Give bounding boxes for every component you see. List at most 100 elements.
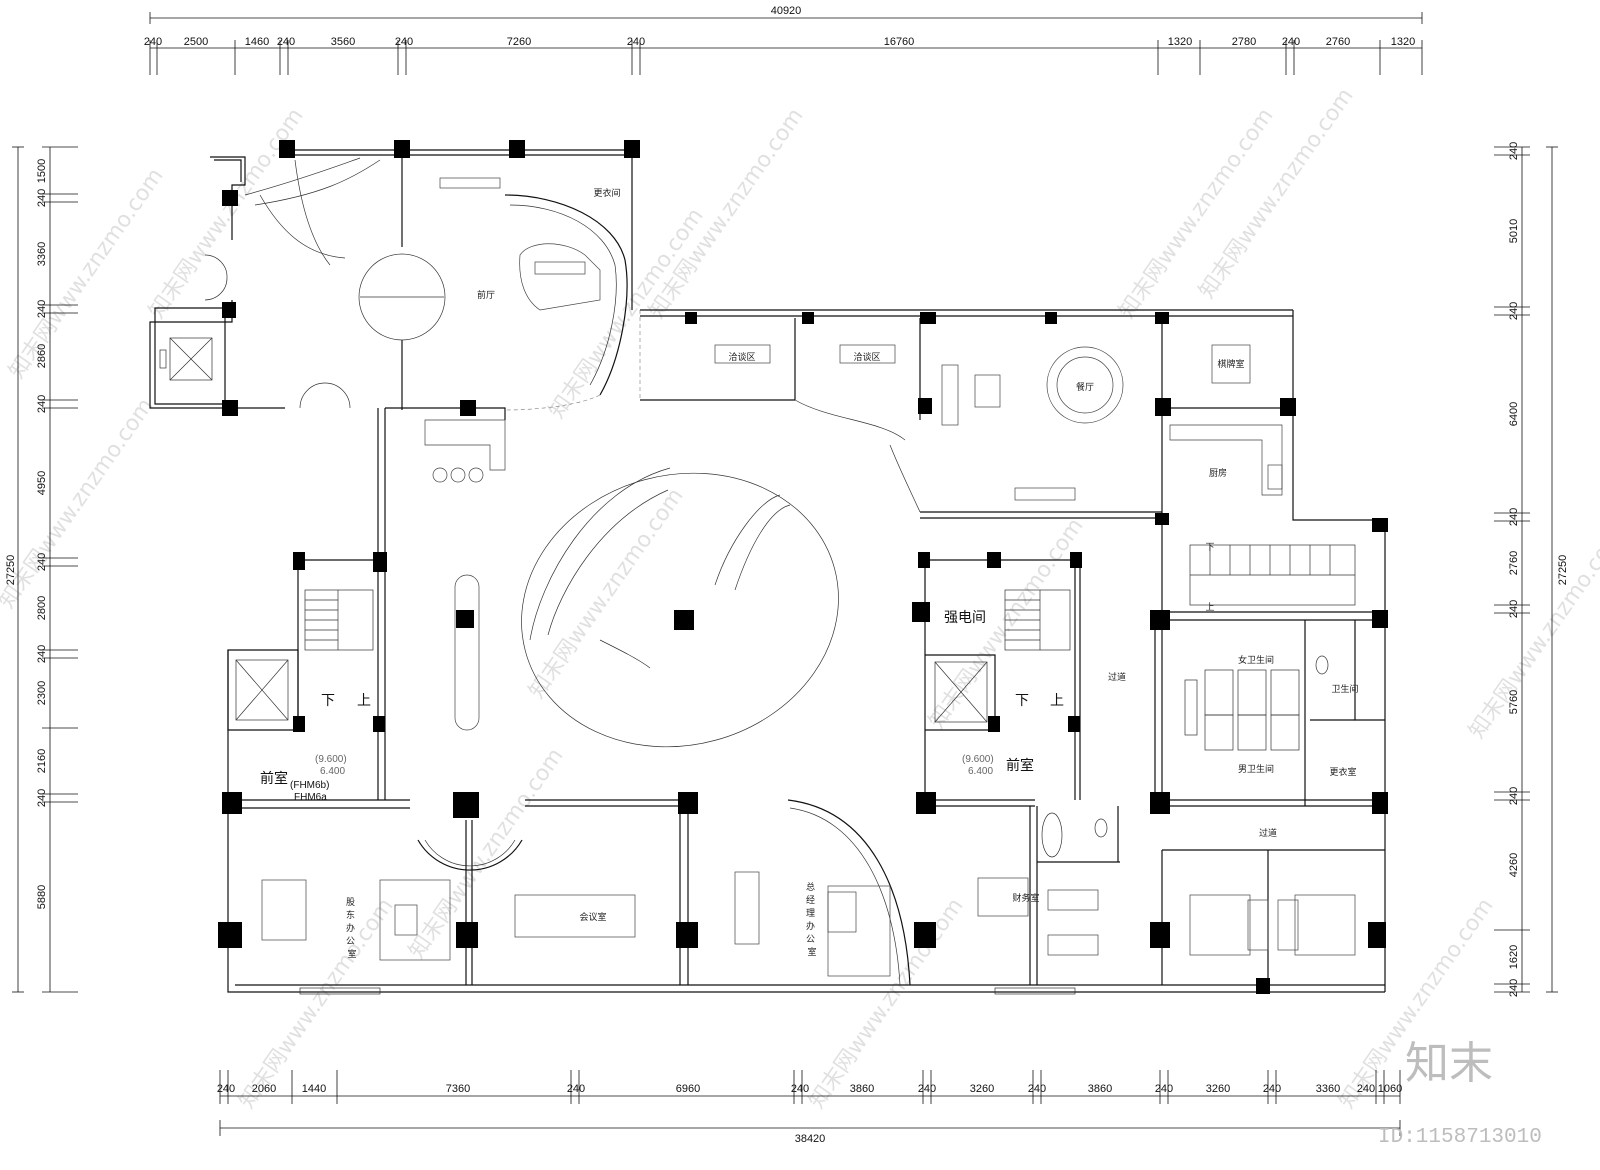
column [914,922,936,948]
column [685,312,697,324]
elevator-car [235,659,289,721]
stair-up-label: 上 [1205,602,1214,613]
column [624,140,640,158]
column [1045,312,1057,324]
watermark-text: 知末网www.znzmo.com [0,394,159,614]
toilet-cubicles [1041,655,1329,858]
room-label-anteroom-left: 前室 [260,770,288,787]
watermark-text: 知末网www.znzmo.com [804,894,968,1114]
dim-top-seg: 240 [1282,36,1300,48]
dim-top-seg: 16760 [884,36,915,48]
column [1280,398,1296,416]
dim-left-seg: 240 [36,189,48,207]
dim-right-seg: 6400 [1508,402,1520,426]
table [714,344,771,364]
dim-bottom-seg: 3260 [1206,1083,1230,1095]
stair-upper-right [1189,544,1356,606]
dim-top-seg: 3560 [331,36,355,48]
room-label-dining: 餐厅 [1076,381,1094,393]
column [460,400,476,416]
dim-left-seg: 240 [36,395,48,413]
room-label-cloakroom: 更衣间 [593,187,620,199]
dim-bottom-seg: 2060 [252,1083,276,1095]
column [279,140,295,158]
stair-down-label: 下 [321,693,335,709]
dimension-lines [12,12,1558,1136]
elevation-marks: (9.600) 6.400 (9.600) 6.400 (FHM6b) FHM6… [290,754,994,803]
column [987,552,1001,568]
room-label-anteroom-right: 前室 [1006,757,1034,774]
dining-table [1046,346,1124,424]
dim-right-total: 27250 [1557,555,1569,586]
structural-columns [218,140,1388,994]
dim-bottom-seg: 240 [791,1083,809,1095]
column [1368,922,1386,948]
column [218,922,242,948]
dim-top-seg: 2500 [184,36,208,48]
watermark-text: 知末网www.znzmo.com [1464,524,1600,744]
dimension-labels-left: 27250 1500 240 3360 240 2860 240 4950 24… [5,159,48,909]
dim-top-seg: 7260 [507,36,531,48]
dim-bottom-seg: 3860 [850,1083,874,1095]
room-label-locker-room: 更衣室 [1329,766,1356,778]
elevation-label: (9.600) [315,754,347,765]
dim-left-seg: 240 [36,300,48,318]
elevation-label: 6.400 [968,766,993,777]
room-label-talk-area-2: 洽谈区 [853,351,880,363]
column [1372,518,1388,532]
dim-bottom-seg: 3860 [1088,1083,1112,1095]
dim-left-seg: 2800 [36,596,48,620]
dim-right-seg: 1620 [1508,945,1520,969]
dim-right-seg: 240 [1508,600,1520,618]
column [916,792,936,814]
brand-logo-text: 知末 [1405,1038,1493,1089]
column [293,552,305,570]
room-label-kitchen: 厨房 [1209,467,1227,479]
dim-top-seg: 240 [395,36,413,48]
desk [261,879,307,941]
bed [1294,894,1356,956]
column [293,716,305,732]
column [222,190,238,206]
column [1155,513,1169,525]
dim-top-seg: 240 [627,36,645,48]
column [988,716,1000,732]
dim-right-seg: 240 [1508,302,1520,320]
dim-top-seg: 1320 [1391,36,1415,48]
room-label-men-wc: 男卫生间 [1238,763,1274,775]
column [1150,792,1170,814]
dim-right-seg: 240 [1508,979,1520,997]
dimension-labels-bottom: 240 2060 1440 7360 240 6960 240 3860 240… [217,1083,1402,1145]
dim-right-seg: 4260 [1508,853,1520,877]
dim-top-seg: 1320 [1168,36,1192,48]
column [1155,312,1169,324]
dim-bottom-seg: 240 [1028,1083,1046,1095]
room-label-meeting-room: 会议室 [579,911,606,923]
stair-labels: 下 上 下 上 下 上 [321,543,1215,709]
dim-top-seg: 240 [144,36,162,48]
dim-right-seg: 5010 [1508,219,1520,243]
piano [519,243,601,311]
dim-top-seg: 240 [277,36,295,48]
elevation-label: (9.600) [962,754,994,765]
dim-bottom-total: 38420 [795,1133,826,1145]
column [1256,978,1270,994]
room-label-talk-area-1: 洽谈区 [728,351,755,363]
room-label-corridor: 过道 [1259,827,1277,839]
watermark-text: 知末网www.znzmo.com [4,164,168,384]
table [839,344,896,364]
dim-left-seg: 3360 [36,242,48,266]
dim-bottom-seg: 7360 [446,1083,470,1095]
dim-top-seg: 2780 [1232,36,1256,48]
column [1150,610,1170,630]
column [676,922,698,948]
dim-bottom-seg: 3360 [1316,1083,1340,1095]
dim-top-seg: 1460 [245,36,269,48]
column [394,140,410,158]
column [1155,398,1171,416]
column [456,922,478,948]
dim-left-seg: 1500 [36,159,48,183]
dim-left-seg: 2160 [36,749,48,773]
dim-right-seg: 240 [1508,508,1520,526]
